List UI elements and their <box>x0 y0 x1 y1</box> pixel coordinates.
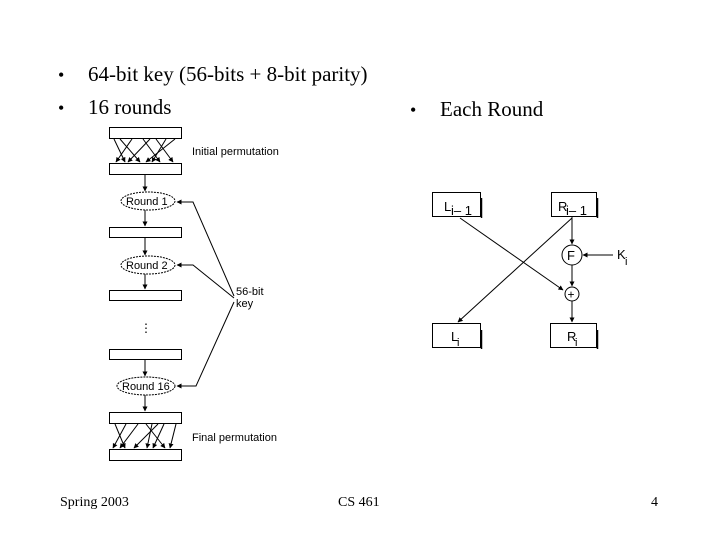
left-input-sub: i– 1 <box>451 203 472 218</box>
bullet-each-round: • Each Round <box>410 97 543 122</box>
left-output-box: L i <box>432 323 483 349</box>
key-schedule-lines <box>176 199 235 389</box>
swap-line-left-to-xor <box>459 217 564 291</box>
xor-symbol: + <box>568 288 575 302</box>
fp-input-box <box>109 412 182 424</box>
round-key-base: K <box>617 247 626 262</box>
state-box-1 <box>109 227 182 238</box>
left-input-base: L <box>444 199 451 214</box>
ip-output-box <box>109 163 182 175</box>
bullet-symbol: • <box>410 100 417 120</box>
fp-crossing-wires <box>112 423 177 449</box>
key-label-line1: 56-bit <box>236 286 264 298</box>
bullet-symbol: • <box>58 65 65 85</box>
bullet-rounds: • 16 rounds <box>58 95 171 120</box>
key-line-round-1 <box>176 199 235 297</box>
key-line-round-16 <box>176 301 235 389</box>
round-1-node <box>120 191 176 211</box>
left-output-base: L <box>451 329 458 344</box>
footer-date: Spring 2003 <box>60 495 129 510</box>
state-box-3 <box>109 349 182 360</box>
initial-permutation-block <box>109 127 182 175</box>
round-key-sub: i <box>625 256 627 268</box>
right-input-sub: i– 1 <box>566 203 587 218</box>
right-input-box: R i– 1 <box>551 192 599 218</box>
swap-line-right-to-left-output <box>457 217 573 323</box>
bullet-text: 64-bit key (56-bits + 8-bit parity) <box>88 62 368 86</box>
f-function-label: F <box>567 248 575 263</box>
key-label-line2: key <box>236 298 254 310</box>
left-input-box: L i– 1 <box>432 192 483 218</box>
left-output-sub: i <box>457 337 459 349</box>
round-16-node <box>116 376 176 396</box>
right-output-box: R i <box>550 323 599 349</box>
round-16-label: Round 16 <box>122 381 170 393</box>
bullet-symbol: • <box>58 98 65 118</box>
final-permutation-label: Final permutation <box>192 432 277 444</box>
footer-course: CS 461 <box>338 495 380 510</box>
initial-permutation-label: Initial permutation <box>192 146 279 158</box>
round-1-label: Round 1 <box>126 196 168 208</box>
right-input-base: R <box>558 199 567 214</box>
final-permutation-block <box>109 412 182 461</box>
ip-input-box <box>109 127 182 139</box>
bullet-key-size: • 64-bit key (56-bits + 8-bit parity) <box>58 62 368 87</box>
round-2-label: Round 2 <box>126 260 168 272</box>
ellipsis: ⋮ <box>140 321 152 335</box>
key-line-round-2 <box>176 262 235 299</box>
state-box-2 <box>109 290 182 301</box>
bullet-text: Each Round <box>440 97 544 121</box>
feistel-round-diagram: L i– 1 R i– 1 L i R i F <box>432 192 627 349</box>
fp-output-box <box>109 449 182 461</box>
footer-page-number: 4 <box>651 495 658 510</box>
ip-crossing-wires <box>113 138 176 163</box>
right-output-sub: i <box>575 337 577 349</box>
bullet-text: 16 rounds <box>88 95 172 119</box>
des-overview-diagram: Initial permutation Round 1 Round 2 ⋮ Ro… <box>109 127 279 461</box>
round-2-node <box>120 255 176 275</box>
right-output-base: R <box>567 329 576 344</box>
